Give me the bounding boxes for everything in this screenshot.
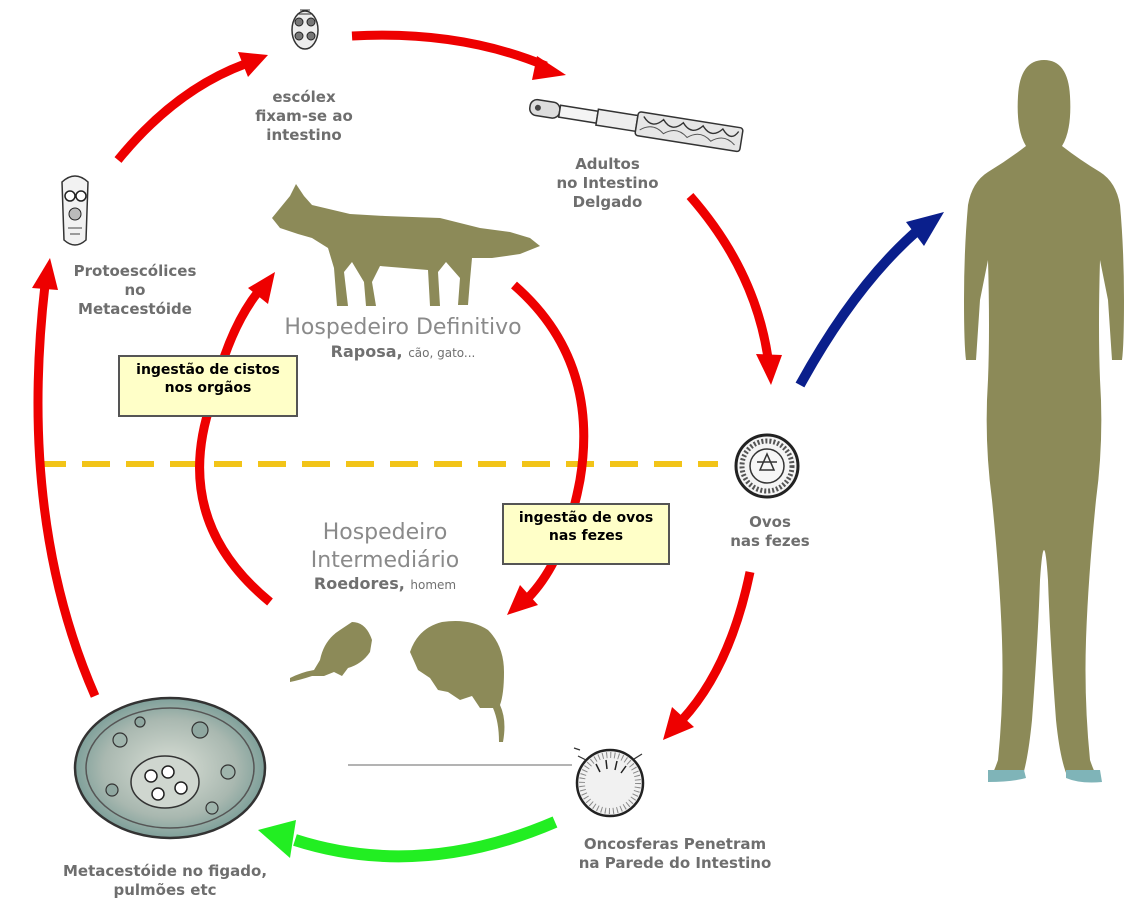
scolex-label: escólex fixam-se ao intestino: [254, 88, 354, 144]
definitive-host-title: Hospedeiro Definitivo: [258, 314, 548, 342]
intermediate-host-title-line-1: Hospedeiro: [285, 519, 485, 547]
metacestode-label-line-1: Metacestóide no figado,: [40, 862, 290, 881]
cycle-arrow-adults-to-eggs: [690, 196, 782, 385]
eggs-label-line-1: Ovos: [720, 513, 820, 532]
cyst-ingestion-note: ingestão de cistos nos orgãos: [118, 355, 298, 417]
egg-ingestion-note-line-1: ingestão de ovos: [510, 509, 662, 527]
intermediate-host-examples: Roedores, homem: [285, 574, 485, 594]
fox-silhouette: [272, 184, 540, 306]
cycle-arrow-metacestode-to-protoscolices: [32, 258, 95, 696]
cyst-ingestion-note-line-1: ingestão de cistos: [126, 361, 290, 379]
protoscolices-label-line-3: Metacestóide: [60, 300, 210, 319]
adults-label-line-2: no Intestino: [545, 174, 670, 193]
protoscolices-label: Protoescólices no Metacestóide: [60, 262, 210, 318]
adult-worm-icon: [528, 95, 743, 152]
human-feet: [988, 770, 1102, 783]
adults-label: Adultos no Intestino Delgado: [545, 155, 670, 211]
adults-label-line-3: Delgado: [545, 193, 670, 212]
definitive-host-label: Hospedeiro Definitivo Raposa, cão, gato.…: [258, 314, 548, 362]
scolex-icon: [292, 10, 318, 49]
intermediate-host-examples-small: homem: [410, 578, 456, 592]
protoscolices-label-line-2: no: [60, 281, 210, 300]
cyst-ingestion-note-line-2: nos orgãos: [126, 379, 290, 397]
intermediate-host-label: Hospedeiro Intermediário Roedores, homem: [285, 519, 485, 594]
oncospheres-label-line-2: na Parede do Intestino: [560, 854, 790, 873]
metacestode-label-line-2: pulmões etc: [40, 881, 290, 900]
vole-silhouette: [410, 621, 504, 742]
oncospheres-label: Oncosferas Penetram na Parede do Intesti…: [560, 835, 790, 873]
egg-icon: [736, 435, 798, 497]
cycle-arrow-protoscolices-to-scolex: [118, 52, 268, 160]
egg-ingestion-note: ingestão de ovos nas fezes: [502, 503, 670, 565]
scolex-label-line-1: escólex: [254, 88, 354, 107]
arrow-oncospheres-to-metacestode: [258, 820, 555, 858]
adults-label-line-1: Adultos: [545, 155, 670, 174]
protoscolices-label-line-1: Protoescólices: [60, 262, 210, 281]
metacestode-cyst-icon: [75, 698, 265, 838]
cycle-arrow-scolex-to-adults: [352, 35, 566, 80]
oncospheres-label-line-1: Oncosferas Penetram: [560, 835, 790, 854]
scolex-label-line-2: fixam-se ao: [254, 107, 354, 126]
cycle-arrow-eggs-to-oncospheres: [663, 572, 750, 740]
eggs-label: Ovos nas fezes: [720, 513, 820, 551]
intermediate-host-examples-bold: Roedores,: [314, 574, 405, 593]
scolex-label-line-3: intestino: [254, 126, 354, 145]
definitive-host-examples: Raposa, cão, gato...: [258, 342, 548, 362]
definitive-host-examples-small: cão, gato...: [408, 346, 475, 360]
protoscolex-icon: [62, 176, 88, 245]
oncosphere-icon: [574, 748, 643, 816]
human-silhouette: [964, 60, 1124, 778]
mouse-silhouette: [290, 622, 372, 682]
arrow-eggs-to-human: [800, 212, 944, 385]
eggs-label-line-2: nas fezes: [720, 532, 820, 551]
egg-ingestion-note-line-2: nas fezes: [510, 527, 662, 545]
intermediate-host-title-line-2: Intermediário: [285, 547, 485, 575]
definitive-host-examples-bold: Raposa,: [331, 342, 403, 361]
metacestode-label: Metacestóide no figado, pulmões etc: [40, 862, 290, 900]
